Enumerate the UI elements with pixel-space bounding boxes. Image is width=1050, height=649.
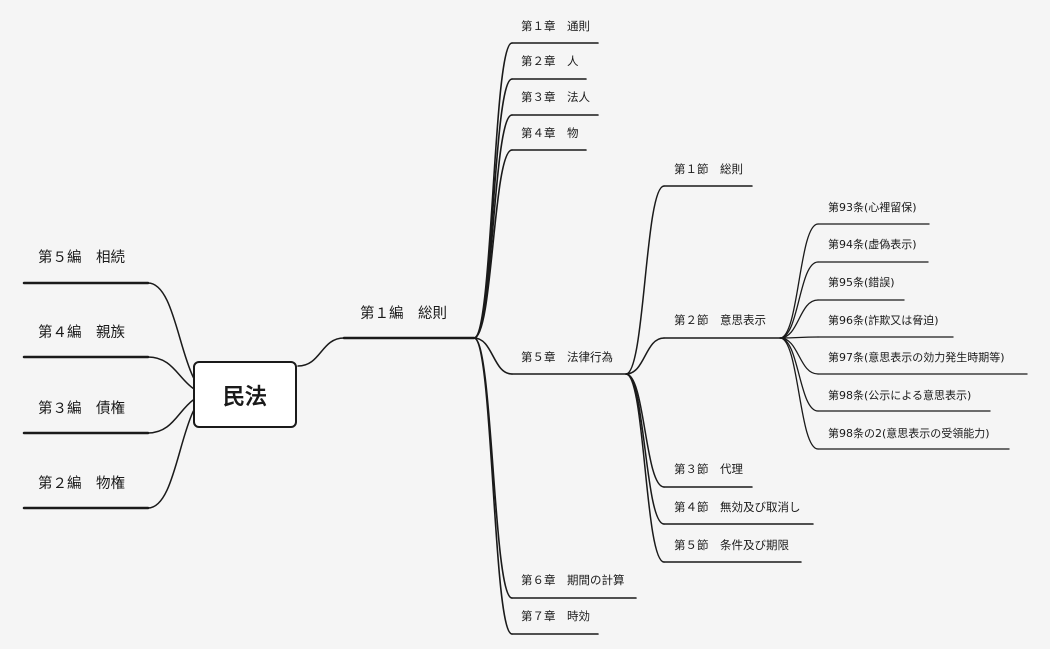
article-95-node[interactable]: 第95条(錯誤) — [828, 276, 895, 289]
book1-to-chapter-connector — [473, 337, 513, 375]
chapter-7-node[interactable]: 第７章 時効 — [521, 609, 590, 623]
chapter5-to-section-connector — [625, 337, 665, 375]
book-5-node[interactable]: 第５編 相続 — [38, 250, 125, 266]
chapter5-to-section-connector — [625, 373, 665, 525]
book-2-node[interactable]: 第２編 物権 — [38, 476, 125, 492]
chapter-4-node[interactable]: 第４章 物 — [521, 126, 579, 140]
section2-to-article-connector — [779, 337, 819, 450]
chapter5-to-section-connector — [625, 373, 665, 563]
section2-to-article-connector — [779, 337, 819, 375]
chapter-5-node[interactable]: 第５章 法律行為 — [521, 350, 613, 364]
article-98-node[interactable]: 第98条(公示による意思表示) — [828, 389, 972, 402]
root-to-book1-connector — [297, 337, 345, 367]
book1-to-chapter-connector — [473, 114, 513, 339]
article-98-2-node[interactable]: 第98条の2(意思表示の受領能力) — [828, 427, 990, 440]
root-node-minpo[interactable]: 民法 — [193, 361, 297, 428]
section2-to-article-connector — [779, 223, 819, 339]
chapter5-to-section-connector — [625, 185, 665, 375]
book-1-node[interactable]: 第１編 総則 — [360, 306, 447, 322]
section2-to-article-connector — [779, 336, 819, 339]
article-96-node[interactable]: 第96条(詐欺又は脅迫) — [828, 314, 939, 327]
book-3-node[interactable]: 第３編 債権 — [38, 401, 125, 417]
chapter-1-node[interactable]: 第１章 通則 — [521, 19, 590, 33]
article-93-node[interactable]: 第93条(心裡留保) — [828, 201, 917, 214]
section-3-node[interactable]: 第３節 代理 — [674, 462, 743, 476]
book-4-node[interactable]: 第４編 親族 — [38, 325, 125, 341]
chapter-3-node[interactable]: 第３章 法人 — [521, 90, 590, 104]
book1-to-chapter-connector — [473, 337, 513, 635]
section2-to-article-connector — [779, 337, 819, 412]
article-94-node[interactable]: 第94条(虚偽表示) — [828, 238, 917, 251]
book1-to-chapter-connector — [473, 337, 513, 599]
section-5-node[interactable]: 第５節 条件及び期限 — [674, 538, 789, 552]
section-1-node[interactable]: 第１節 総則 — [674, 162, 743, 176]
section2-to-article-connector — [779, 261, 819, 339]
section-4-node[interactable]: 第４節 無効及び取消し — [674, 500, 801, 514]
book1-to-chapter-connector — [473, 149, 513, 339]
chapter-2-node[interactable]: 第２章 人 — [521, 54, 579, 68]
section2-to-article-connector — [779, 299, 819, 339]
article-97-node[interactable]: 第97条(意思表示の効力発生時期等) — [828, 351, 1005, 364]
book1-to-chapter-connector — [473, 78, 513, 339]
chapter-6-node[interactable]: 第６章 期間の計算 — [521, 573, 625, 587]
section-2-node[interactable]: 第２節 意思表示 — [674, 313, 766, 327]
